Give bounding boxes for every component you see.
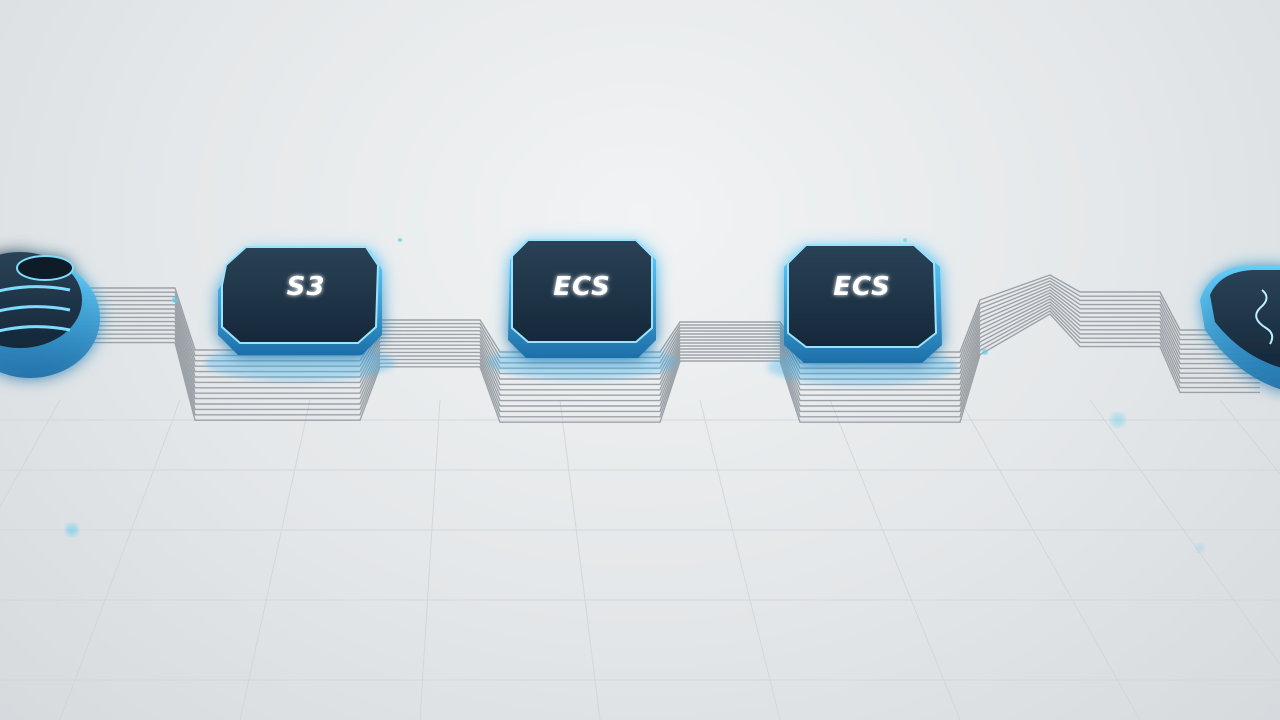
chip-label-s3: S3 <box>287 272 326 302</box>
chip-label-ecs-1: ECS <box>553 272 611 302</box>
trace-line <box>60 307 1260 413</box>
trace-line <box>60 301 1260 402</box>
chip-ecs-2: ECS <box>767 244 957 385</box>
trace-line <box>60 304 1260 407</box>
trace-line <box>60 310 1260 418</box>
trace-line <box>60 295 1260 391</box>
chip-s3: S3 <box>205 246 395 381</box>
floor-grid <box>0 399 1280 720</box>
partial-node-right <box>1200 265 1280 390</box>
trace-line <box>60 292 1260 386</box>
trace-line <box>60 298 1260 396</box>
trace-line <box>60 313 1260 423</box>
chip-label-ecs-2: ECS <box>833 272 891 302</box>
glow-particles <box>66 238 1204 552</box>
chip-ecs-1: ECS <box>487 239 677 380</box>
partial-node-left <box>0 252 100 378</box>
